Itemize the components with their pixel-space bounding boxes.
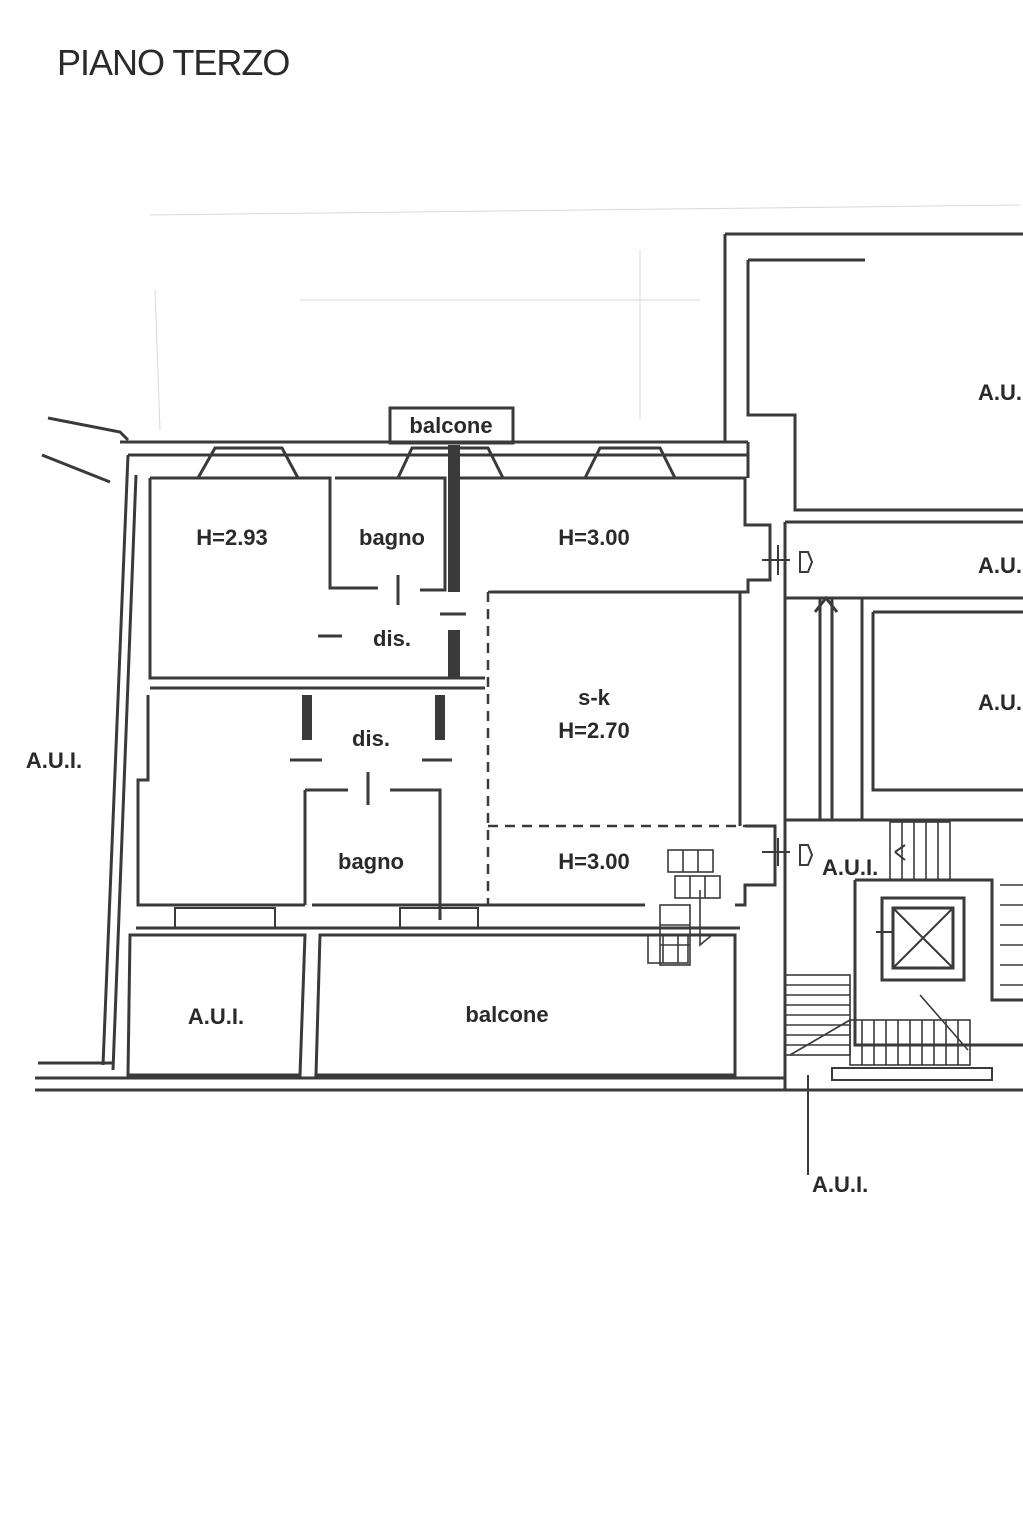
window-bays: [196, 446, 677, 479]
label-bagno-top: bagno: [359, 525, 425, 550]
page-title: PIANO TERZO: [57, 42, 289, 83]
upper-rooms: [148, 445, 772, 690]
label-bagno-bottom: bagno: [338, 849, 404, 874]
stairs-main: [784, 595, 1023, 1081]
label-aui-stair: A.U.I.: [822, 855, 878, 880]
lower-rooms: [136, 695, 777, 930]
background-faint-marks: [149, 204, 1021, 431]
label-sk-height: H=2.70: [558, 718, 630, 743]
door-symbols: [762, 545, 906, 933]
sk-boundary: [486, 590, 745, 905]
label-aui-right-1: A.U.: [978, 380, 1022, 405]
outer-walls: [35, 232, 1023, 1092]
label-aui-right-2: A.U.: [978, 553, 1022, 578]
label-dis-mid: dis.: [352, 726, 390, 751]
label-h293: H=2.93: [196, 525, 268, 550]
label-dis-top: dis.: [373, 626, 411, 651]
bottom-rooms: [126, 933, 737, 1077]
label-aui-right-3: A.U.: [978, 690, 1022, 715]
label-h300-bottom: H=3.00: [558, 849, 630, 874]
label-sk: s-k: [578, 685, 611, 710]
label-aui-pointer: A.U.I.: [812, 1172, 868, 1197]
label-aui-left: A.U.I.: [26, 748, 82, 773]
balcone-top-label: balcone: [409, 413, 492, 438]
stairs-small: [647, 849, 721, 966]
label-h300-top: H=3.00: [558, 525, 630, 550]
balcone-top: balcone: [388, 406, 515, 445]
label-balcone-bottom: balcone: [465, 1002, 548, 1027]
label-aui-bottom-left: A.U.I.: [188, 1004, 244, 1029]
